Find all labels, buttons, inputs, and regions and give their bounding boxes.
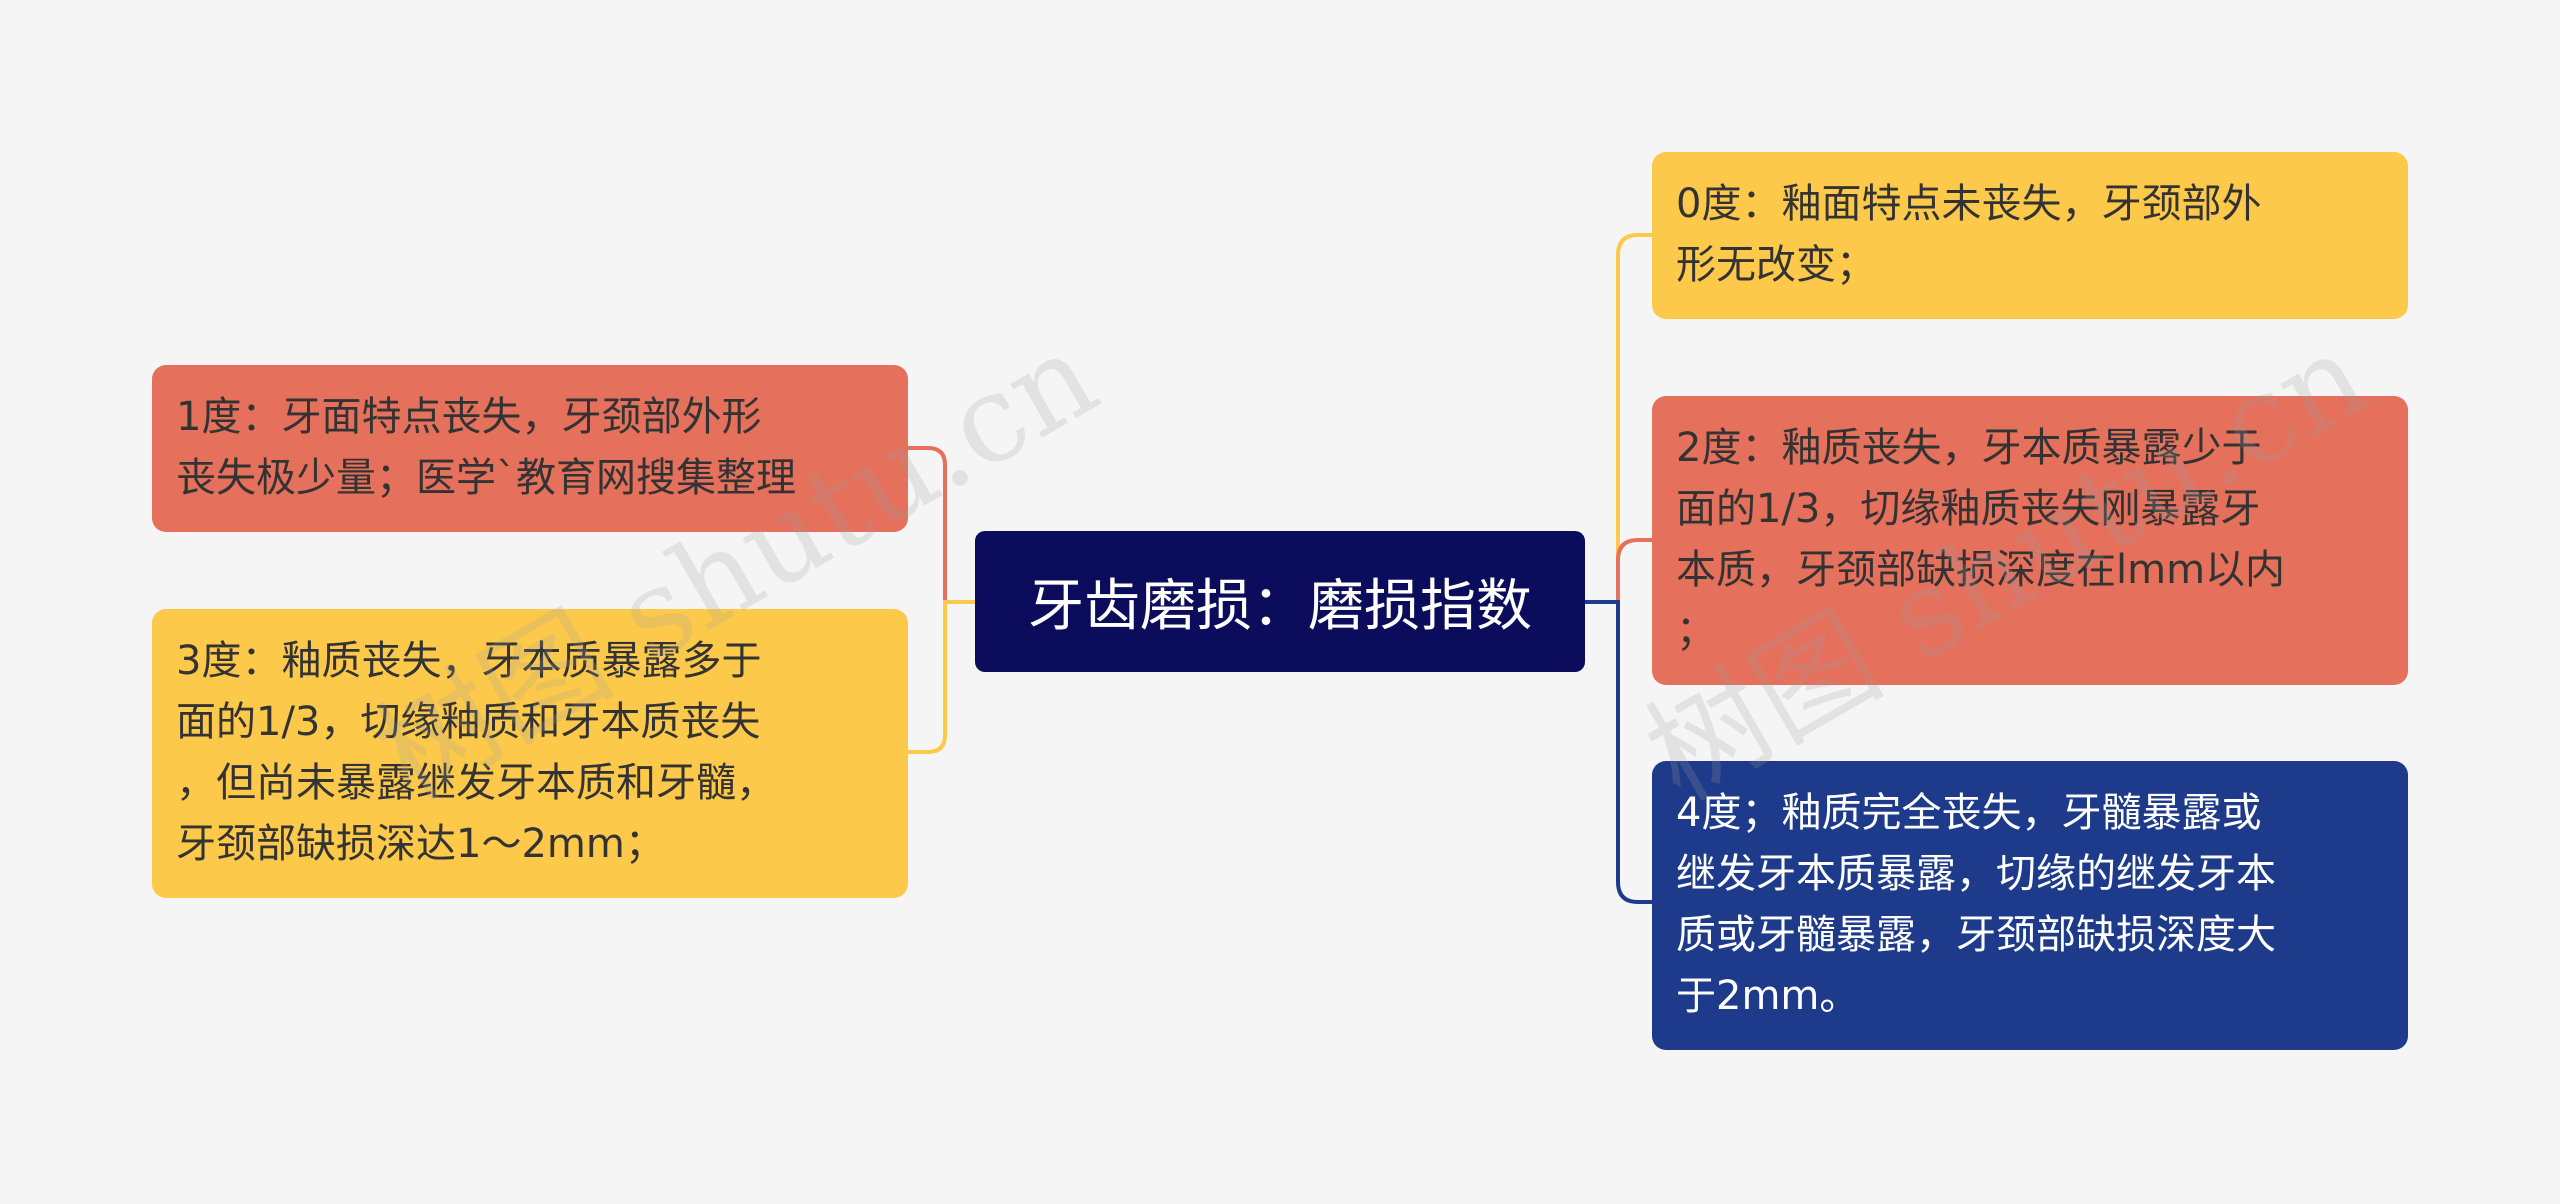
- connector-degree4: [1585, 600, 1652, 904]
- node-degree2-line: 本质，牙颈部缺损深度在lmm以内: [1676, 547, 2286, 593]
- connector-degree1: [908, 446, 975, 604]
- node-degree4-line: 4度；釉质完全丧失，牙髓暴露或: [1676, 790, 2262, 836]
- node-degree2-line: 面的1/3，切缘釉质丧失刚暴露牙: [1676, 486, 2261, 532]
- node-degree3-line: ，但尚未暴露继发牙本质和牙髓，: [176, 760, 776, 806]
- node-degree0-line: 形无改变；: [1676, 242, 1876, 288]
- node-degree0[interactable]: 0度：釉面特点未丧失，牙颈部外 形无改变；: [1652, 152, 2408, 319]
- connector-degree0: [1585, 233, 1652, 604]
- node-degree1[interactable]: 1度：牙面特点丧失，牙颈部外形 丧失极少量；医学`教育网搜集整理: [152, 365, 908, 532]
- node-degree3-line: 面的1/3，切缘釉质和牙本质丧失: [176, 699, 761, 745]
- connector-degree2: [1585, 538, 1652, 604]
- node-degree3-line: 牙颈部缺损深达1～2mm；: [176, 821, 665, 867]
- node-degree1-line: 丧失极少量；医学`教育网搜集整理: [176, 455, 796, 501]
- node-degree1-line: 1度：牙面特点丧失，牙颈部外形: [176, 394, 762, 440]
- center-node-label: 牙齿磨损：磨损指数: [1028, 574, 1532, 639]
- node-degree4-line: 于2mm。: [1676, 973, 1860, 1019]
- node-degree3-line: 3度：釉质丧失，牙本质暴露多于: [176, 638, 762, 684]
- node-degree2-line: ；: [1676, 608, 1716, 654]
- node-degree3[interactable]: 3度：釉质丧失，牙本质暴露多于 面的1/3，切缘釉质和牙本质丧失 ，但尚未暴露继…: [152, 609, 908, 898]
- node-degree4-line: 质或牙髓暴露，牙颈部缺损深度大: [1676, 912, 2276, 958]
- connector-degree3: [908, 600, 975, 754]
- center-node[interactable]: 牙齿磨损：磨损指数: [975, 531, 1585, 672]
- node-degree4[interactable]: 4度；釉质完全丧失，牙髓暴露或 继发牙本质暴露，切缘的继发牙本 质或牙髓暴露，牙…: [1652, 761, 2408, 1050]
- node-degree4-line: 继发牙本质暴露，切缘的继发牙本: [1676, 851, 2276, 897]
- node-degree2-line: 2度：釉质丧失，牙本质暴露少于: [1676, 425, 2262, 471]
- node-degree0-line: 0度：釉面特点未丧失，牙颈部外: [1676, 181, 2262, 227]
- node-degree2[interactable]: 2度：釉质丧失，牙本质暴露少于 面的1/3，切缘釉质丧失刚暴露牙 本质，牙颈部缺…: [1652, 396, 2408, 685]
